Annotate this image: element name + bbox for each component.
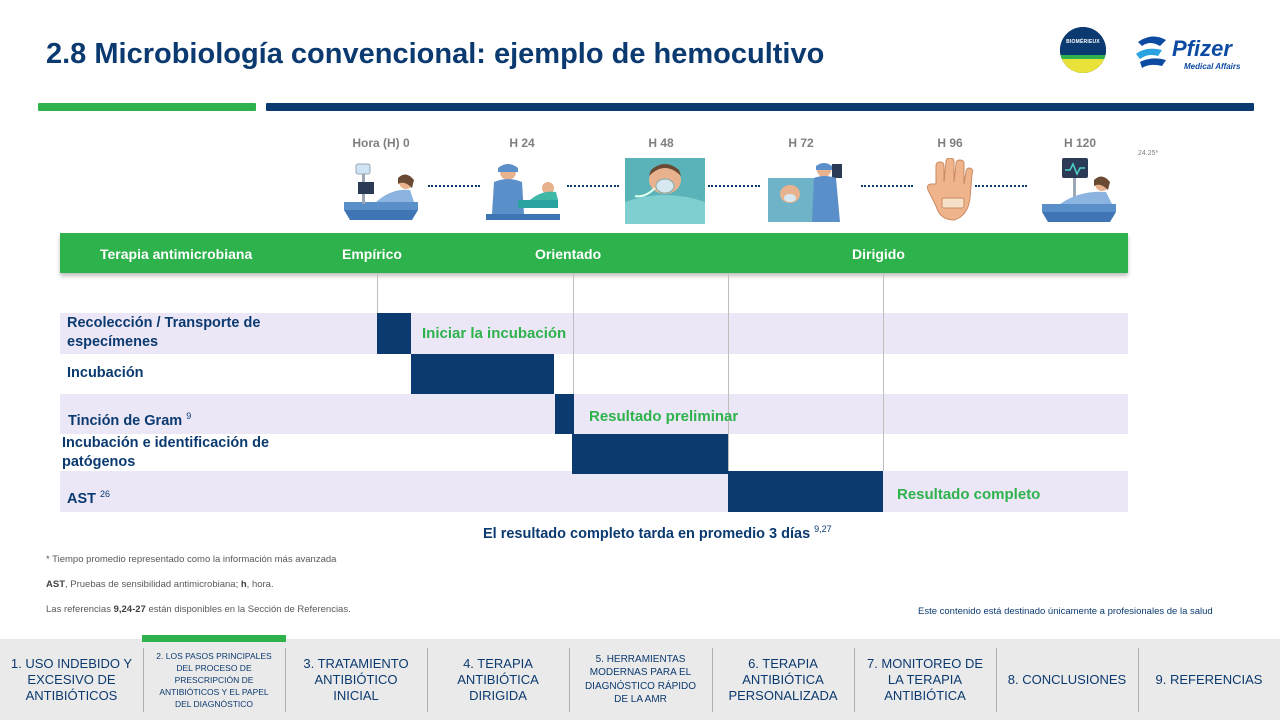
timeline-dots-1 <box>428 185 480 187</box>
row-label-ast-text: AST <box>67 490 96 507</box>
patient-monitor-icon <box>1040 158 1120 226</box>
therapy-label: Terapia antimicrobiana <box>100 246 253 262</box>
nav-item-6[interactable]: 6. TERAPIA ANTIBIÓTICA PERSONALIZADA <box>712 639 854 720</box>
nav-item-9-label: 9. REFERENCIAS <box>1155 671 1263 687</box>
row-recoleccion <box>60 313 1128 354</box>
pfizer-mark-icon <box>1136 36 1166 68</box>
hour-label-0: Hora (H) 0 <box>352 136 410 150</box>
nav-item-5[interactable]: 5. HERRAMIENTAS MODERNAS PARA EL DIAGNÓS… <box>569 639 712 720</box>
summary-ref: 9,27 <box>814 524 832 534</box>
hour-label-48: H 48 <box>648 136 674 150</box>
milestone-resultado-completo: Resultado completo <box>897 486 1041 503</box>
nav-item-5-label: 5. HERRAMIENTAS MODERNAS PARA EL DIAGNÓS… <box>584 653 697 706</box>
nav-item-3[interactable]: 3. TRATAMIENTO ANTIBIÓTICO INICIAL <box>285 639 427 720</box>
therapy-bar <box>60 233 1128 273</box>
nav-separator <box>143 648 144 712</box>
pfizer-logo-sub: Medical Affairs <box>1184 62 1241 71</box>
footnote-3-pre: Las referencias <box>46 604 114 615</box>
disclaimer-text: Este contenido está destinado únicamente… <box>918 606 1213 617</box>
doctor-patient-icon <box>482 158 562 226</box>
footnote-2-def1: , Pruebas de sensibilidad antimicrobiana… <box>65 579 241 590</box>
nav-separator <box>854 648 855 712</box>
timeline-dots-3 <box>708 185 760 187</box>
nav-item-8-label: 8. CONCLUSIONES <box>1007 671 1127 687</box>
footnote-2-def2: , hora. <box>246 579 274 590</box>
hour-label-96: H 96 <box>937 136 963 150</box>
nav-item-9[interactable]: 9. REFERENCIAS <box>1138 639 1280 720</box>
gantt-block-recoleccion <box>377 313 411 354</box>
footnote-3: Las referencias 9,24-27 están disponible… <box>46 604 351 615</box>
row-label-incubacion: Incubación <box>67 365 144 381</box>
guide-line-2 <box>728 273 729 471</box>
guide-line-1 <box>573 273 574 399</box>
header-accent-blue <box>266 103 1254 111</box>
summary-text: El resultado completo tarda en promedio … <box>483 524 832 542</box>
nav-item-4[interactable]: 4. TERAPIA ANTIBIÓTICA DIRIGIDA <box>427 639 569 720</box>
row-ast <box>60 471 1128 512</box>
nav-item-6-label: 6. TERAPIA ANTIBIÓTICA PERSONALIZADA <box>728 655 838 703</box>
timeline-note: 24.25* <box>1138 150 1159 157</box>
gantt-block-ast <box>728 471 883 512</box>
row-label-tincion-text: Tinción de Gram <box>68 412 183 429</box>
milestone-iniciar-incubacion: Iniciar la incubación <box>422 325 567 342</box>
gantt-block-tincion <box>555 394 574 434</box>
timeline-dots-2 <box>567 185 619 187</box>
nav-item-7-label: 7. MONITOREO DE LA TERAPIA ANTIBIÓTICA <box>866 655 984 703</box>
hour-label-24: H 24 <box>509 136 535 150</box>
row-label-identificacion: Incubación e identificación de patógenos <box>62 435 270 470</box>
biomerieux-logo: BIOMÉRIEUX <box>1060 27 1106 73</box>
timeline-dots-5 <box>975 185 1027 187</box>
footnote-3-post: están disponibles en la Sección de Refer… <box>145 604 351 615</box>
hour-label-72: H 72 <box>788 136 814 150</box>
footnote-2: AST, Pruebas de sensibilidad antimicrobi… <box>46 579 274 590</box>
row-label-tincion-ref: 9 <box>186 411 192 421</box>
row-incubacion <box>60 354 1128 394</box>
row-label-tincion: Tinción de Gram 9 <box>68 407 191 431</box>
milestone-resultado-preliminar: Resultado preliminar <box>589 408 739 425</box>
footnote-1: * Tiempo promedio representado como la i… <box>46 554 337 565</box>
section-nav: 1. USO INDEBIDO Y EXCESIVO DE ANTIBIÓTIC… <box>0 639 1280 720</box>
guide-line-3 <box>883 273 884 471</box>
nav-item-7[interactable]: 7. MONITOREO DE LA TERAPIA ANTIBIÓTICA <box>854 639 996 720</box>
patient-bed-iv-icon <box>342 158 422 226</box>
therapy-phase-orientado: Orientado <box>535 246 602 262</box>
nav-item-8[interactable]: 8. CONCLUSIONES <box>996 639 1138 720</box>
row-label-recoleccion: Recolección / Transporte de especímenes <box>67 315 261 350</box>
hour-label-120: H 120 <box>1063 136 1097 150</box>
nav-item-1-label: 1. USO INDEBIDO Y EXCESIVO DE ANTIBIÓTIC… <box>10 655 133 703</box>
pfizer-logo: Pfizer Medical Affairs <box>1132 28 1256 76</box>
footnote-3-refs: 9,24-27 <box>113 604 146 615</box>
nav-active-indicator <box>142 635 286 642</box>
gantt-block-incubacion <box>411 354 554 394</box>
guide-line-0 <box>377 273 378 313</box>
row-label-ast-ref: 26 <box>100 489 111 499</box>
nav-separator <box>1138 648 1139 712</box>
doctor-bedside-icon <box>766 158 846 226</box>
timeline-dots-4 <box>861 185 913 187</box>
row-label-ast: AST 26 <box>67 485 110 509</box>
nav-item-4-label: 4. TERAPIA ANTIBIÓTICA DIRIGIDA <box>457 655 539 703</box>
nav-separator <box>285 648 286 712</box>
nav-separator <box>712 648 713 712</box>
nav-item-1[interactable]: 1. USO INDEBIDO Y EXCESIVO DE ANTIBIÓTIC… <box>0 639 143 720</box>
nav-separator <box>569 648 570 712</box>
nav-separator <box>427 648 428 712</box>
page-title: 2.8 Microbiología convencional: ejemplo … <box>46 38 825 70</box>
pfizer-logo-word: Pfizer <box>1172 36 1232 61</box>
nav-item-3-label: 3. TRATAMIENTO ANTIBIÓTICO INICIAL <box>303 655 409 703</box>
gantt-block-identificacion <box>572 434 728 474</box>
summary-main: El resultado completo tarda en promedio … <box>483 525 811 542</box>
hand-bandage-icon <box>914 157 994 226</box>
row-tincion <box>60 394 1128 434</box>
patient-oxygen-mask-icon <box>625 158 705 226</box>
header-accent-green <box>38 103 256 111</box>
footnote-2-abbr2: h <box>240 579 247 590</box>
nav-item-2[interactable]: 2. LOS PASOS PRINCIPALES DEL PROCESO DE … <box>143 639 285 720</box>
nav-item-2-label: 2. LOS PASOS PRINCIPALES DEL PROCESO DE … <box>156 650 272 709</box>
therapy-phase-dirigido: Dirigido <box>852 246 905 262</box>
biomerieux-logo-text: BIOMÉRIEUX <box>1066 39 1100 45</box>
therapy-phase-empirico: Empírico <box>342 246 402 262</box>
footnote-2-abbr1: AST <box>46 579 65 590</box>
nav-separator <box>996 648 997 712</box>
